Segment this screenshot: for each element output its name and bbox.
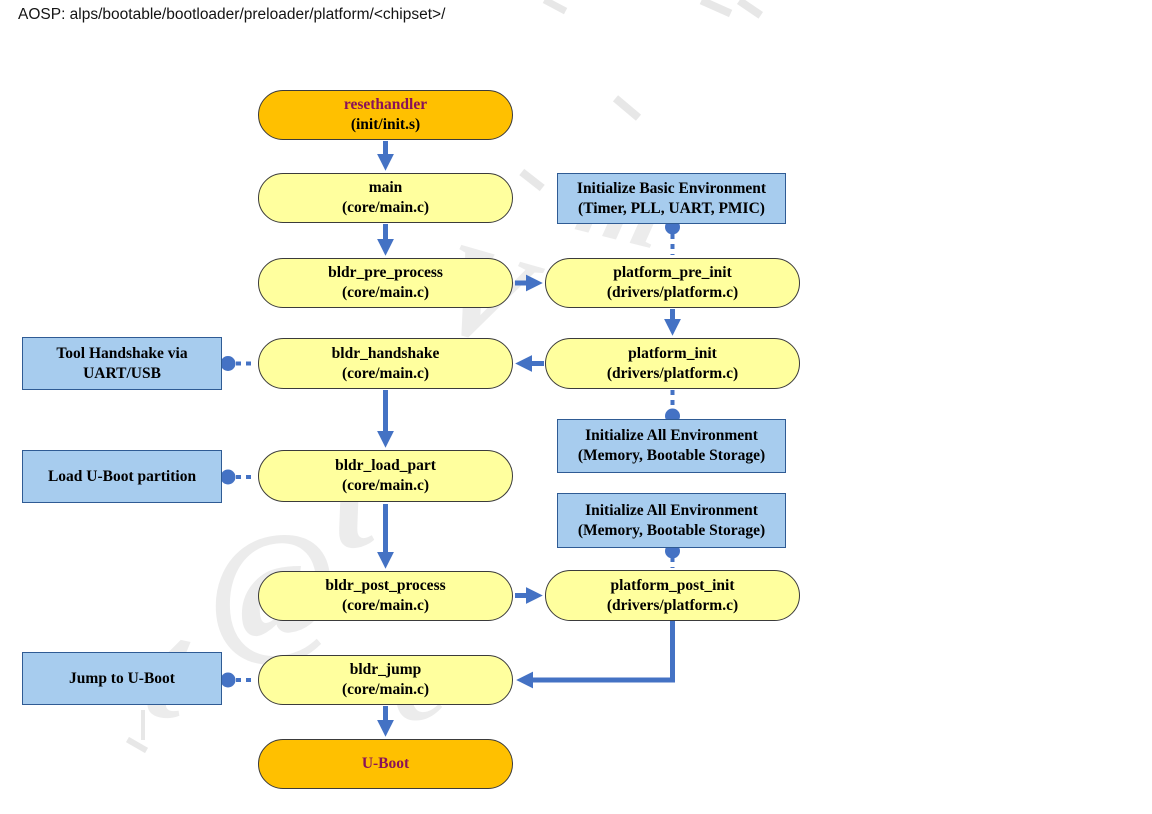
node-subtitle: (core/main.c) [341, 364, 430, 382]
node-bldr-load-part: bldr_load_part (core/main.c) [258, 450, 513, 502]
node-subtitle: (core/main.c) [341, 477, 430, 494]
note-line2: (Timer, PLL, UART, PMIC) [578, 199, 765, 217]
note-load-uboot-partition: Load U-Boot partition [22, 450, 222, 503]
node-bldr-handshake: bldr_handshake (core/main.c) [258, 338, 513, 389]
node-title: platform_post_init [610, 576, 735, 594]
node-bldr-pre-process: bldr_pre_process (core/main.c) [258, 258, 513, 308]
node-title: platform_init [628, 344, 717, 362]
note-line2: UART/USB [83, 364, 161, 382]
note-line2: (Memory, Bootable Storage) [577, 521, 766, 539]
node-title: bldr_load_part [335, 457, 436, 474]
node-title: bldr_post_process [325, 577, 446, 594]
node-subtitle: (drivers/platform.c) [606, 596, 739, 614]
node-title: main [368, 179, 403, 196]
note-jump-to-uboot: Jump to U-Boot [22, 652, 222, 705]
node-uboot: U-Boot [258, 739, 513, 789]
note-init-all-environment-2: Initialize All Environment (Memory, Boot… [557, 493, 786, 548]
node-bldr-jump: bldr_jump (core/main.c) [258, 655, 513, 705]
aosp-path-label: AOSP: alps/bootable/bootloader/preloader… [18, 6, 446, 23]
note-line1: Initialize Basic Environment [576, 179, 767, 197]
note-line1: Jump to U-Boot [69, 669, 175, 687]
node-platform-init: platform_init (drivers/platform.c) [545, 338, 800, 389]
node-subtitle: (drivers/platform.c) [606, 364, 739, 382]
node-bldr-post-process: bldr_post_process (core/main.c) [258, 571, 513, 621]
node-subtitle: (drivers/platform.c) [606, 284, 739, 301]
node-resethandler: resethandler (init/init.s) [258, 90, 513, 140]
node-subtitle: (core/main.c) [341, 597, 430, 614]
node-title: platform_pre_init [613, 264, 732, 281]
node-platform-post-init: platform_post_init (drivers/platform.c) [545, 570, 800, 621]
node-platform-pre-init: platform_pre_init (drivers/platform.c) [545, 258, 800, 308]
note-line1: Initialize All Environment [585, 427, 758, 444]
node-title: bldr_pre_process [328, 264, 443, 281]
node-subtitle: (core/main.c) [341, 681, 430, 698]
node-subtitle: (core/main.c) [341, 284, 430, 301]
note-line1: Load U-Boot partition [47, 467, 197, 485]
note-line1: Tool Handshake via [56, 344, 188, 362]
note-line1: Initialize All Environment [585, 501, 758, 519]
note-tool-handshake: Tool Handshake via UART/USB [22, 337, 222, 390]
node-title: bldr_handshake [331, 344, 440, 362]
node-title: bldr_jump [349, 661, 422, 678]
node-title: resethandler [343, 96, 428, 113]
note-init-basic-environment: Initialize Basic Environment (Timer, PLL… [557, 173, 786, 224]
node-main: main (core/main.c) [258, 173, 513, 223]
node-subtitle: (init/init.s) [350, 116, 421, 133]
node-title: U-Boot [361, 755, 410, 772]
node-subtitle: (core/main.c) [341, 199, 430, 216]
note-init-all-environment-1: Initialize All Environment (Memory, Boot… [557, 419, 786, 473]
note-line2: (Memory, Bootable Storage) [577, 447, 766, 464]
